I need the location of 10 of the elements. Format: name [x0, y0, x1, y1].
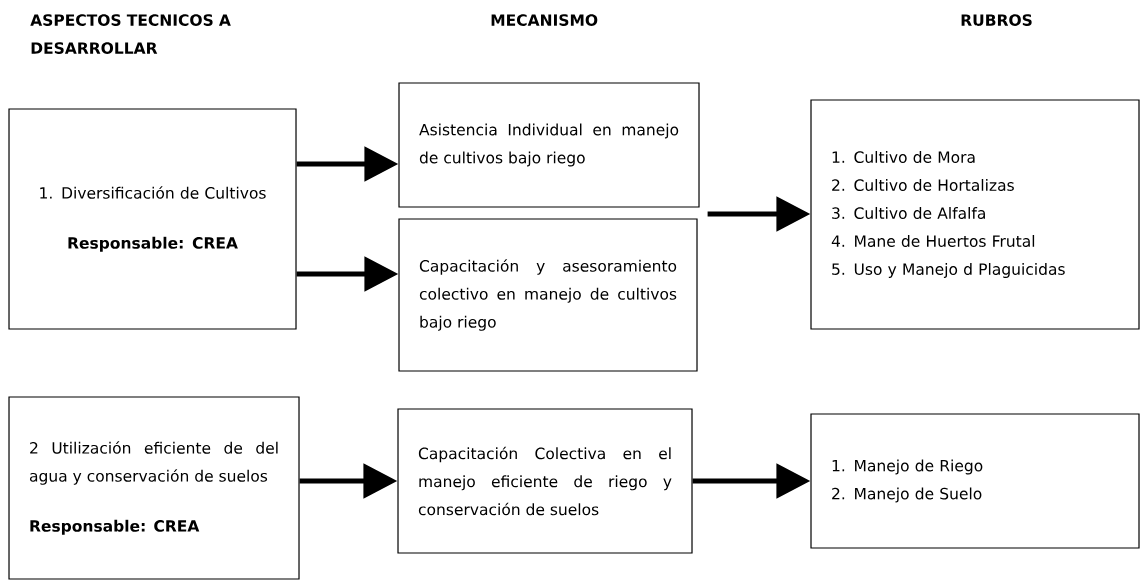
process-box: 1. Manejo de Riego 2. Manejo de Suelo	[810, 413, 1140, 549]
column-heading: RUBROS	[961, 14, 1032, 26]
process-box: 1. Cultivo de Mora 2. Cultivo de Hortalizas 3. Cultivo de Alfalfa 4. Mane de Huertos Frutal 5. Uso y Manejo d Plaguicidas	[810, 99, 1140, 330]
process-box: 2 Utilización eficiente de del agua y conservación de suelos Responsable: CREA	[8, 396, 300, 580]
process-box: Asistencia Individual en manejo de cultivos bajo riego	[398, 82, 700, 208]
column-heading: MECANISMO	[491, 14, 598, 26]
column-heading: ASPECTOS TECNICOS A DESARROLLAR	[30, 14, 231, 54]
process-box: 1. Diversificación de Cultivos Responsable: CREA	[8, 108, 297, 330]
process-box: Capacitación Colectiva en el manejo eficiente de riego y conservación de suelos	[397, 408, 693, 554]
process-box: Capacitación y asesoramiento colectivo en manejo de cultivos bajo riego	[398, 218, 698, 372]
